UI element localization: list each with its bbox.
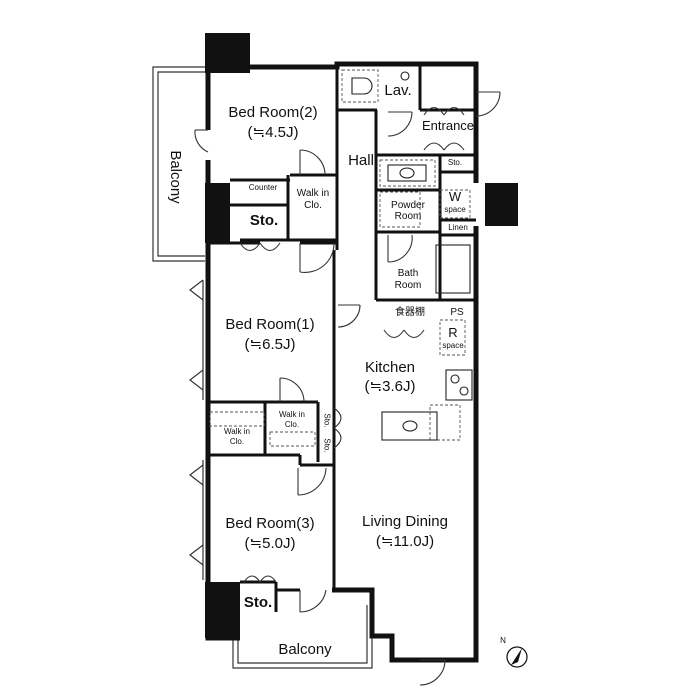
walkin-mid-label-2: Clo. xyxy=(284,420,300,429)
hall-label: Hall xyxy=(348,152,374,169)
sto-bottom-label: Sto. xyxy=(243,594,273,611)
fixtures-solid xyxy=(351,71,473,441)
bedroom2-area: (≒4.5J) xyxy=(247,124,299,141)
walkin-left-label-1: Walk in xyxy=(224,427,250,436)
counter-label: Counter xyxy=(248,183,278,192)
side-balcony-label: Balcony xyxy=(167,150,184,204)
bedroom1-name: Bed Room(1) xyxy=(225,316,315,333)
kitchen-name: Kitchen xyxy=(364,359,416,376)
bedroom2-name: Bed Room(2) xyxy=(228,104,318,121)
bedroom1-area: (≒6.5J) xyxy=(244,336,296,353)
kitchen-area: (≒3.6J) xyxy=(364,378,416,395)
living-name: Living Dining xyxy=(362,513,448,530)
bedroom3-name: Bed Room(3) xyxy=(225,515,315,532)
living-area: (≒11.0J) xyxy=(375,533,435,550)
walkin-top-label-1: Walk in xyxy=(296,188,330,199)
w-mark: W xyxy=(448,189,462,204)
sto-small-label-2: Sto. xyxy=(322,438,332,453)
linen-label: Linen xyxy=(448,223,468,232)
powder-label-1: Powder xyxy=(391,200,425,211)
exterior-walls xyxy=(205,61,479,663)
walkin-left-label-2: Clo. xyxy=(229,437,245,446)
sto-top-label: Sto. xyxy=(249,212,279,229)
fixtures-dashed xyxy=(209,69,471,447)
bedroom3-area: (≒5.0J) xyxy=(244,535,296,552)
north-arrow xyxy=(506,646,528,668)
interior-walls xyxy=(208,64,476,612)
sto-small-label-1: Sto. xyxy=(322,413,332,428)
r-mark: R xyxy=(448,325,458,340)
powder-label-2: Room xyxy=(394,211,422,222)
structural-columns xyxy=(205,33,518,638)
entrance-label: Entrance xyxy=(422,118,475,133)
ps-label: PS xyxy=(450,307,464,318)
shokkidana-label: 食器棚 xyxy=(395,307,425,318)
north-label: N xyxy=(500,636,506,645)
door-swings xyxy=(194,91,501,686)
lav-label: Lav. xyxy=(384,82,412,99)
w-space: space xyxy=(444,205,466,214)
r-space: space xyxy=(442,341,464,350)
side-balcony xyxy=(152,66,205,262)
entrance-sto-label: Sto. xyxy=(447,158,463,167)
walkin-mid-label-1: Walk in xyxy=(279,410,305,419)
walkin-top-label-2: Clo. xyxy=(304,200,322,211)
bath-label-1: Bath xyxy=(397,268,419,279)
windows-left xyxy=(189,279,204,580)
bottom-balcony-label: Balcony xyxy=(278,641,332,658)
bath-label-2: Room xyxy=(394,280,422,291)
